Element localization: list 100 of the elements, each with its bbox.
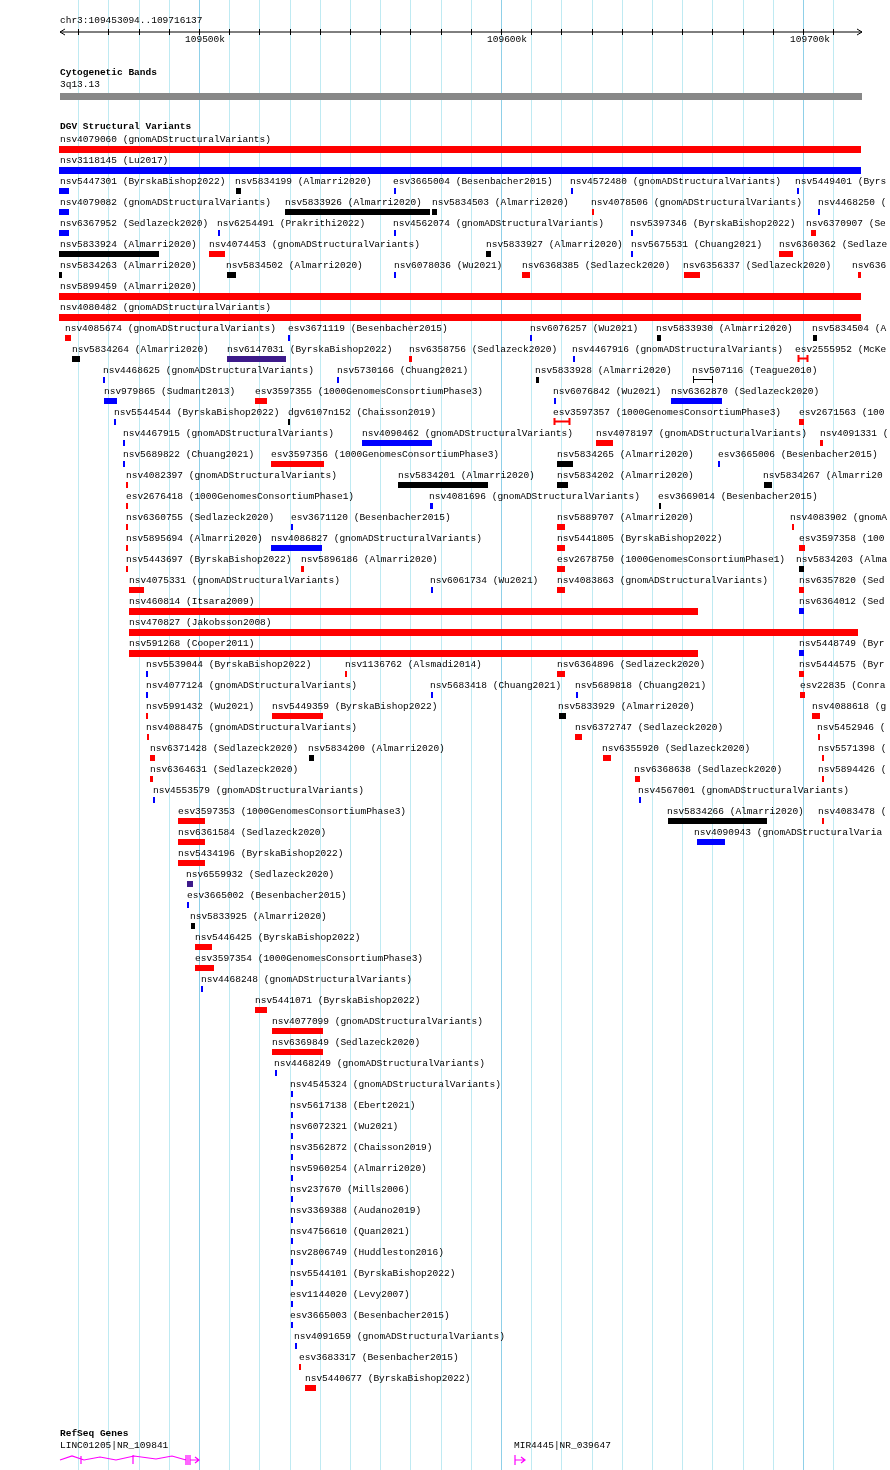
variant-label: nsv4078197 (gnomADStructuralVariants) bbox=[596, 428, 807, 440]
variant-label: nsv4077099 (gnomADStructuralVariants) bbox=[272, 1016, 483, 1028]
variant-label: nsv6372747 (Sedlazeck2020) bbox=[575, 722, 724, 734]
variant-label: nsv6076842 (Wu2021) bbox=[553, 386, 662, 398]
variant-label: nsv5834263 (Almarri2020) bbox=[60, 260, 197, 272]
variant-label: nsv5447301 (ByrskaBishop2022) bbox=[60, 176, 226, 188]
variant-label: esv3665004 (Besenbacher2015) bbox=[393, 176, 553, 188]
variant-label: nsv4079082 (gnomADStructuralVariants) bbox=[60, 197, 271, 209]
variant-label: nsv5834202 (Almarri2020) bbox=[557, 470, 694, 482]
variant-label: nsv6360362 (Sedlaze bbox=[779, 239, 888, 251]
variant-label: nsv4468250 ( bbox=[818, 197, 887, 209]
axis-tick-label: 109700k bbox=[790, 34, 830, 46]
track-title: RefSeq Genes bbox=[60, 1428, 129, 1440]
variant-label: nsv5444575 (Byr bbox=[799, 659, 885, 671]
variant-label: nsv4467916 (gnomADStructuralVariants) bbox=[572, 344, 783, 356]
variant-label: nsv4077124 (gnomADStructuralVariants) bbox=[146, 680, 357, 692]
variant-label: nsv5448749 (Byr bbox=[799, 638, 885, 650]
variant-label: nsv470827 (Jakobsson2008) bbox=[129, 617, 272, 629]
variant-label: nsv5833928 (Almarri2020) bbox=[535, 365, 672, 377]
variant-label: nsv6364631 (Sedlazeck2020) bbox=[150, 764, 299, 776]
variant-label: nsv3118145 (Lu2017) bbox=[60, 155, 169, 167]
variant-label: nsv6368385 (Sedlazeck2020) bbox=[522, 260, 671, 272]
variant-label: nsv4468625 (gnomADStructuralVariants) bbox=[103, 365, 314, 377]
variant-label: nsv5689818 (Chuang2021) bbox=[575, 680, 707, 692]
variant-label: nsv5571398 ( bbox=[818, 743, 887, 755]
variant-label: nsv4545324 (gnomADStructuralVariants) bbox=[290, 1079, 501, 1091]
track-title: Cytogenetic Bands bbox=[60, 67, 157, 79]
variant-label: nsv4091659 (gnomADStructuralVariants) bbox=[294, 1331, 505, 1343]
variant-label: esv3597354 (1000GenomesConsortiumPhase3) bbox=[195, 953, 424, 965]
variant-label: nsv5833924 (Almarri2020) bbox=[60, 239, 197, 251]
variant-label: nsv4088618 (g bbox=[812, 701, 887, 713]
variant-label: nsv636 bbox=[852, 260, 887, 272]
variant-label: nsv6076257 (Wu2021) bbox=[530, 323, 639, 335]
variant-label: nsv6364896 (Sedlazeck2020) bbox=[557, 659, 706, 671]
band-label: 3q13.13 bbox=[60, 79, 100, 91]
variant-label: nsv5434196 (ByrskaBishop2022) bbox=[178, 848, 344, 860]
axis-tick-label: 109600k bbox=[487, 34, 527, 46]
variant-label: nsv6362870 (Sedlazeck2020) bbox=[671, 386, 820, 398]
variant-label: nsv5834264 (Almarri2020) bbox=[72, 344, 209, 356]
variant-label: nsv5452946 ( bbox=[817, 722, 886, 734]
variant-label: nsv6364012 (Sed bbox=[799, 596, 885, 608]
variant-label: nsv4553579 (gnomADStructuralVariants) bbox=[153, 785, 364, 797]
variant-label: nsv5441071 (ByrskaBishop2022) bbox=[255, 995, 421, 1007]
variant-label: nsv5689822 (Chuang2021) bbox=[123, 449, 255, 461]
variant-label: nsv5833929 (Almarri2020) bbox=[558, 701, 695, 713]
variant-label: nsv6370907 (Se bbox=[806, 218, 886, 230]
variant-label: nsv5834265 (Almarri2020) bbox=[557, 449, 694, 461]
variant-label: nsv4756610 (Quan2021) bbox=[290, 1226, 410, 1238]
variant-label: esv3665002 (Besenbacher2015) bbox=[187, 890, 347, 902]
variant-label: nsv6367952 (Sedlazeck2020) bbox=[60, 218, 209, 230]
variant-label: nsv4078506 (gnomADStructuralVariants) bbox=[591, 197, 802, 209]
variant-label: nsv5617138 (Ebert2021) bbox=[290, 1100, 416, 1112]
variant-label: nsv5834503 (Almarri2020) bbox=[432, 197, 569, 209]
variant-label: esv2676418 (1000GenomesConsortiumPhase1) bbox=[126, 491, 355, 503]
variant-label: nsv5446425 (ByrskaBishop2022) bbox=[195, 932, 361, 944]
variant-label: nsv4080482 (gnomADStructuralVariants) bbox=[60, 302, 271, 314]
variant-label: nsv4468249 (gnomADStructuralVariants) bbox=[274, 1058, 485, 1070]
variant-label: esv3671120 (Besenbacher2015) bbox=[291, 512, 451, 524]
variant-label: nsv5899459 (Almarri2020) bbox=[60, 281, 197, 293]
variant-label: nsv4074453 (gnomADStructuralVariants) bbox=[209, 239, 420, 251]
variant-label: nsv4562074 (gnomADStructuralVariants) bbox=[393, 218, 604, 230]
variant-label: nsv5834201 (Almarri2020) bbox=[398, 470, 535, 482]
variant-label: esv2678750 (1000GenomesConsortiumPhase1) bbox=[557, 554, 786, 566]
variant-label: nsv5889707 (Almarri2020) bbox=[557, 512, 694, 524]
variant-label: nsv4090462 (gnomADStructuralVariants) bbox=[362, 428, 573, 440]
variant-label: nsv6078036 (Wu2021) bbox=[394, 260, 503, 272]
variant-label: nsv5730166 (Chuang2021) bbox=[337, 365, 469, 377]
variant-label: nsv5960254 (Almarri2020) bbox=[290, 1163, 427, 1175]
variant-label: nsv5896186 (Almarri2020) bbox=[301, 554, 438, 566]
variant-label: nsv460814 (Itsara2009) bbox=[129, 596, 255, 608]
coordinate-label: chr3:109453094..109716137 bbox=[60, 15, 203, 27]
variant-label: nsv6061734 (Wu2021) bbox=[430, 575, 539, 587]
variant-label: esv3597353 (1000GenomesConsortiumPhase3) bbox=[178, 806, 407, 818]
variant-label: nsv5894426 ( bbox=[818, 764, 887, 776]
variant-label: nsv5441805 (ByrskaBishop2022) bbox=[557, 533, 723, 545]
variant-label: nsv5833930 (Almarri2020) bbox=[656, 323, 793, 335]
variant-label: nsv5895694 (Almarri2020) bbox=[126, 533, 263, 545]
variant-label: nsv5440677 (ByrskaBishop2022) bbox=[305, 1373, 471, 1385]
track-title: DGV Structural Variants bbox=[60, 121, 192, 133]
variant-label: nsv5544544 (ByrskaBishop2022) bbox=[114, 407, 280, 419]
variant-label: nsv6254491 (Prakrithi2022) bbox=[217, 218, 366, 230]
variant-label: nsv3562872 (Chaisson2019) bbox=[290, 1142, 433, 1154]
variant-label: dgv6107n152 (Chaisson2019) bbox=[288, 407, 437, 419]
variant-label: esv3671119 (Besenbacher2015) bbox=[288, 323, 448, 335]
variant-label: nsv6358756 (Sedlazeck2020) bbox=[409, 344, 558, 356]
variant-label: nsv5449401 (Byrs bbox=[795, 176, 887, 188]
variant-label: nsv4567001 (gnomADStructuralVariants) bbox=[638, 785, 849, 797]
variant-label: nsv5833925 (Almarri2020) bbox=[190, 911, 327, 923]
variant-label: nsv4085674 (gnomADStructuralVariants) bbox=[65, 323, 276, 335]
variant-label: nsv4083478 ( bbox=[818, 806, 887, 818]
variant-label: nsv6368638 (Sedlazeck2020) bbox=[634, 764, 783, 776]
variant-label: nsv5544101 (ByrskaBishop2022) bbox=[290, 1268, 456, 1280]
variant-label: nsv507116 (Teague2010) bbox=[692, 365, 818, 377]
variant-label: nsv5834200 (Almarri2020) bbox=[308, 743, 445, 755]
variant-label: nsv6559932 (Sedlazeck2020) bbox=[186, 869, 335, 881]
variant-label: nsv5834504 (A bbox=[812, 323, 887, 335]
variant-label: nsv3369388 (Audano2019) bbox=[290, 1205, 422, 1217]
variant-label: nsv5833927 (Almarri2020) bbox=[486, 239, 623, 251]
variant-label: esv1144020 (Levy2007) bbox=[290, 1289, 410, 1301]
variant-label: nsv4468248 (gnomADStructuralVariants) bbox=[201, 974, 412, 986]
